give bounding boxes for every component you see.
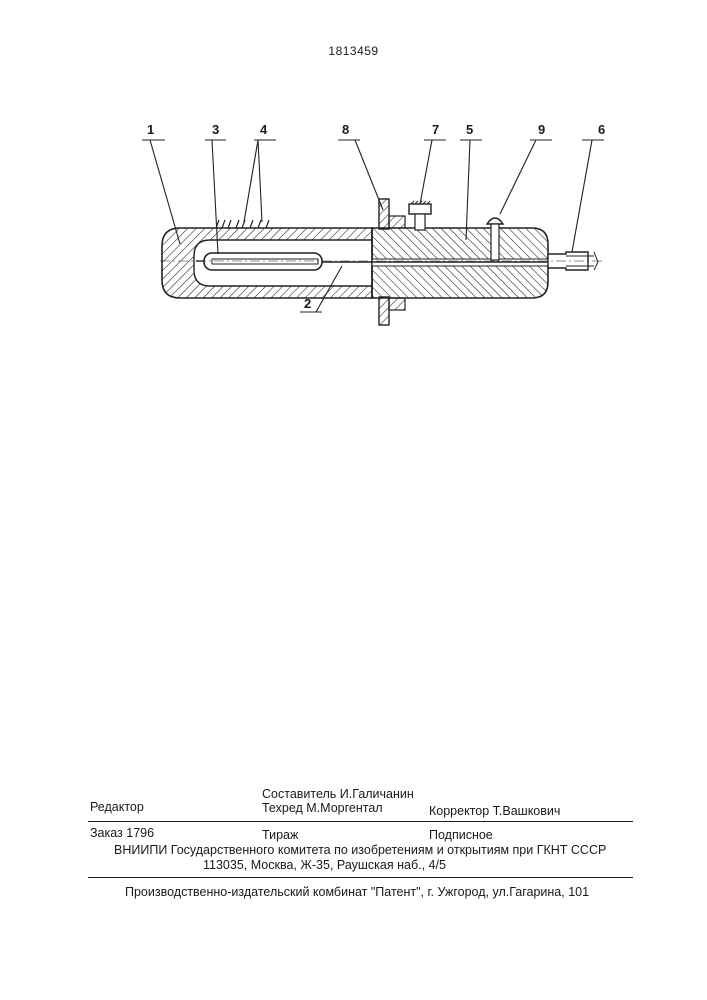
callout-7: 7 (432, 122, 439, 137)
publisher: Производственно-издательский комбинат "П… (125, 885, 589, 899)
subscription: Подписное (429, 828, 493, 842)
outlet-nozzle (548, 252, 598, 270)
callout-4: 4 (260, 122, 268, 137)
callout-2: 2 (304, 296, 311, 311)
techred: Техред М.Моргентал (262, 801, 383, 815)
callout-3: 3 (212, 122, 219, 137)
screw-7 (409, 201, 431, 230)
divider-bottom (88, 877, 633, 878)
address: 113035, Москва, Ж-35, Раушская наб., 4/5 (203, 858, 446, 872)
sensor-element (196, 253, 322, 270)
callout-8: 8 (342, 122, 349, 137)
fins (216, 220, 269, 228)
divider-top (88, 821, 633, 822)
order: Заказ 1796 (90, 826, 154, 840)
callout-1: 1 (147, 122, 154, 137)
corrector: Корректор Т.Вашкович (429, 804, 560, 818)
circulation: Тираж (262, 828, 298, 842)
callout-9: 9 (538, 122, 545, 137)
callout-6: 6 (598, 122, 605, 137)
callout-5: 5 (466, 122, 473, 137)
compiler: Составитель И.Галичанин (262, 787, 414, 801)
institute: ВНИИПИ Государственного комитета по изоб… (114, 843, 606, 857)
editor: Редактор (90, 800, 144, 814)
body-part (372, 228, 548, 298)
